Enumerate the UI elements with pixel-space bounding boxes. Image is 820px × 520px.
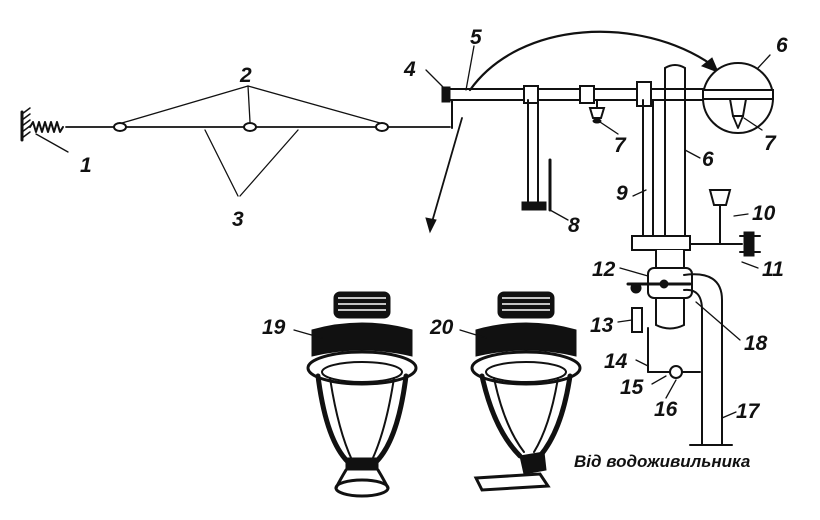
drainage-arrow bbox=[431, 117, 463, 223]
water-supply-caption: Від водоживильника bbox=[574, 452, 750, 471]
sprinkler-head-20 bbox=[470, 291, 582, 492]
detail-circle bbox=[702, 62, 774, 134]
drop-pipe bbox=[527, 99, 539, 205]
callout-18: 18 bbox=[744, 332, 768, 355]
callout-7b: 7 bbox=[764, 132, 777, 155]
wall-anchor bbox=[20, 107, 31, 142]
bypass-line bbox=[630, 282, 701, 379]
main-riser bbox=[664, 64, 686, 246]
callout-11: 11 bbox=[762, 258, 784, 281]
callout-20: 20 bbox=[429, 316, 454, 339]
leader-lines-right bbox=[425, 45, 771, 419]
pipe-sprinkler bbox=[588, 99, 606, 124]
hydrant-fitting bbox=[521, 158, 552, 212]
callout-9: 9 bbox=[616, 182, 628, 205]
leader-lines-bottom bbox=[293, 329, 487, 339]
control-valve bbox=[626, 235, 693, 330]
callout-6b: 6 bbox=[702, 148, 714, 171]
callout-6a: 6 bbox=[776, 34, 788, 57]
callout-10: 10 bbox=[752, 202, 776, 225]
side-riser bbox=[642, 99, 654, 241]
tension-spring bbox=[29, 121, 64, 133]
cable-sprinklers bbox=[113, 122, 389, 132]
callout-17: 17 bbox=[736, 400, 761, 423]
callout-5: 5 bbox=[470, 26, 482, 49]
callout-3: 3 bbox=[232, 208, 244, 231]
callout-15: 15 bbox=[620, 376, 644, 399]
sprinkler-head-19 bbox=[306, 291, 418, 498]
supply-pipe bbox=[683, 273, 733, 446]
callout-4: 4 bbox=[403, 58, 416, 81]
alarm-assembly bbox=[689, 189, 761, 257]
leader-lines-3 bbox=[204, 129, 299, 197]
callout-14: 14 bbox=[604, 350, 628, 373]
callout-2: 2 bbox=[239, 64, 252, 87]
fitting-joints bbox=[523, 81, 652, 107]
callout-8: 8 bbox=[568, 214, 580, 237]
callout-19: 19 bbox=[262, 316, 286, 339]
callout-16: 16 bbox=[654, 398, 678, 421]
callout-7a: 7 bbox=[614, 134, 627, 157]
leader-lines-2 bbox=[121, 85, 381, 124]
callout-12: 12 bbox=[592, 258, 616, 281]
leader-line-1 bbox=[35, 133, 69, 153]
callout-13: 13 bbox=[590, 314, 614, 337]
callout-1: 1 bbox=[80, 154, 92, 177]
detail-arrow bbox=[468, 30, 714, 92]
